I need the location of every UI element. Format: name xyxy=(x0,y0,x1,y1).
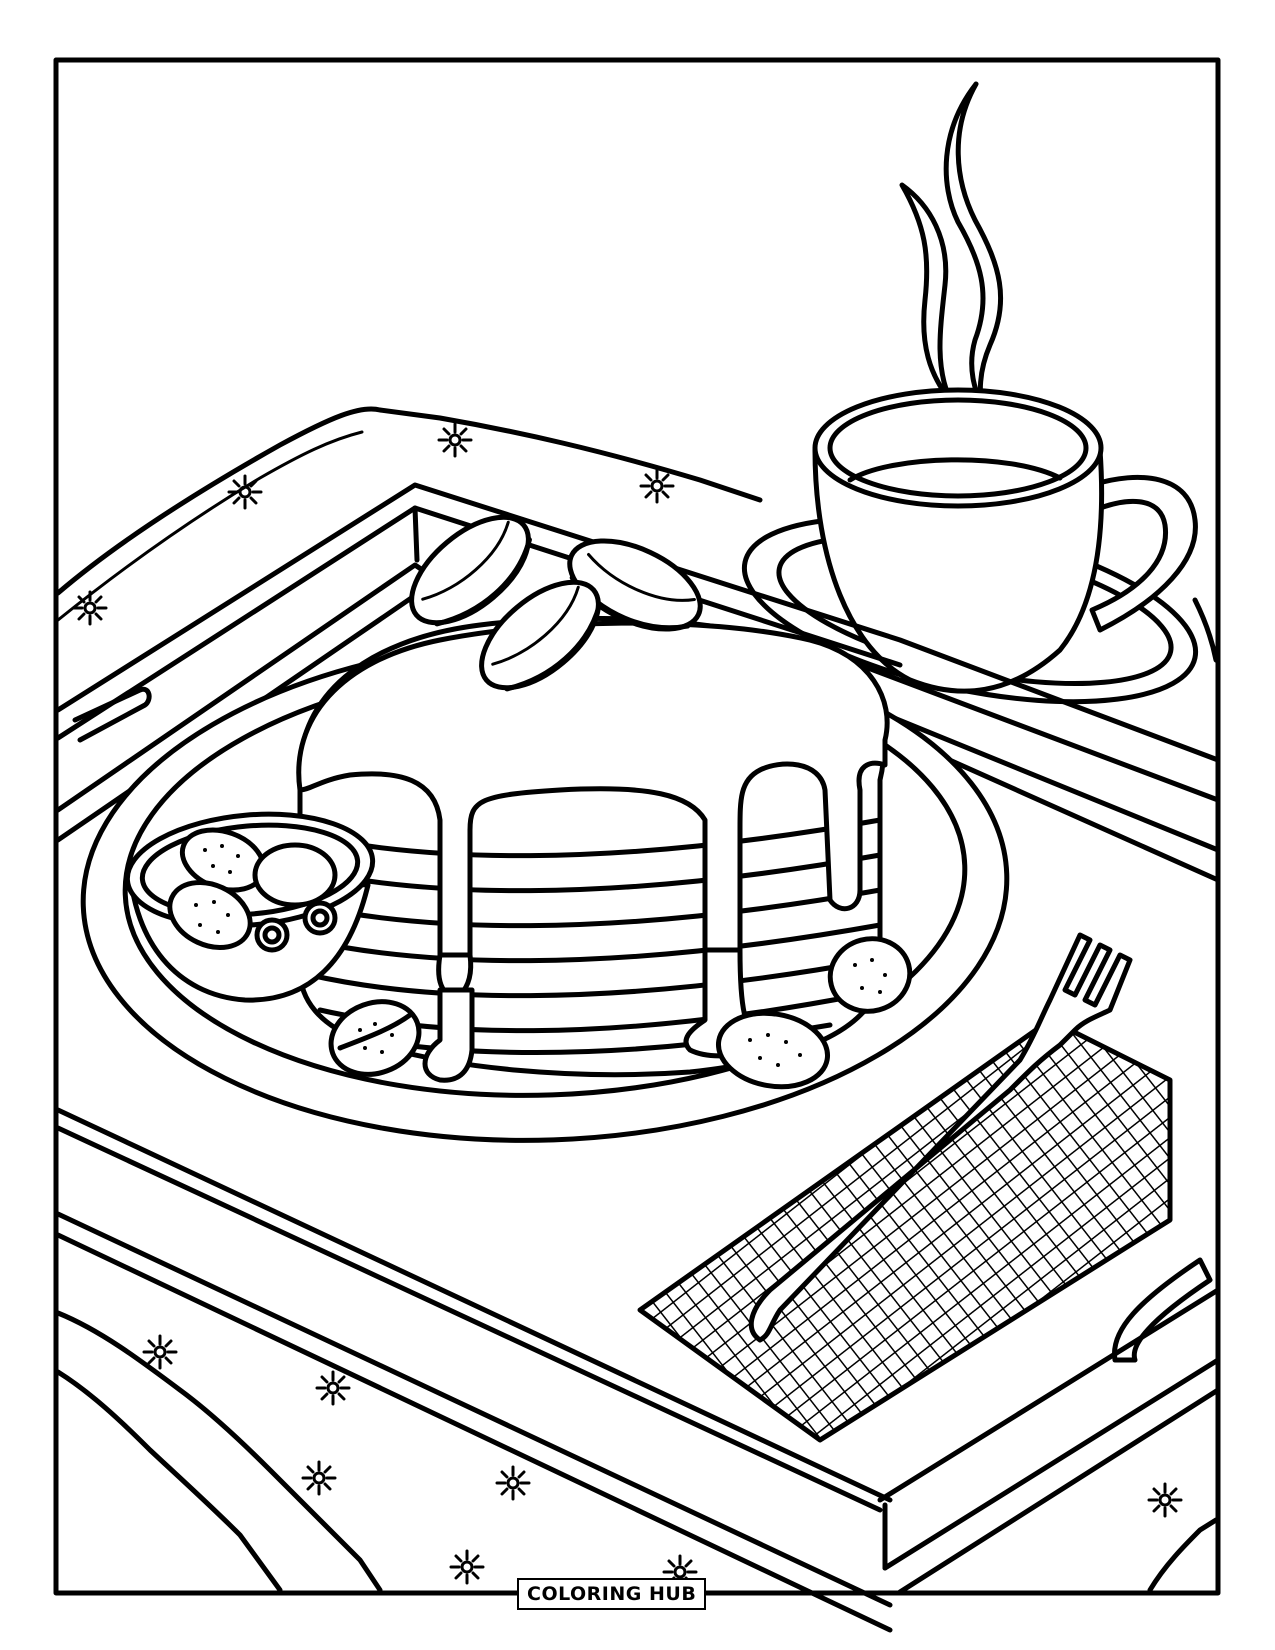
checkered-napkin xyxy=(637,1017,1173,1443)
watermark-label: COLORING HUB xyxy=(517,1578,707,1610)
steam xyxy=(899,81,1004,428)
banana-slices xyxy=(409,514,703,692)
fork xyxy=(748,932,1133,1343)
tablecloth xyxy=(55,406,1219,1593)
strawberry-halves xyxy=(328,936,913,1090)
coffee-cup xyxy=(812,387,1198,694)
pancake-stack xyxy=(296,615,890,1083)
berry-bowl xyxy=(124,811,376,1003)
